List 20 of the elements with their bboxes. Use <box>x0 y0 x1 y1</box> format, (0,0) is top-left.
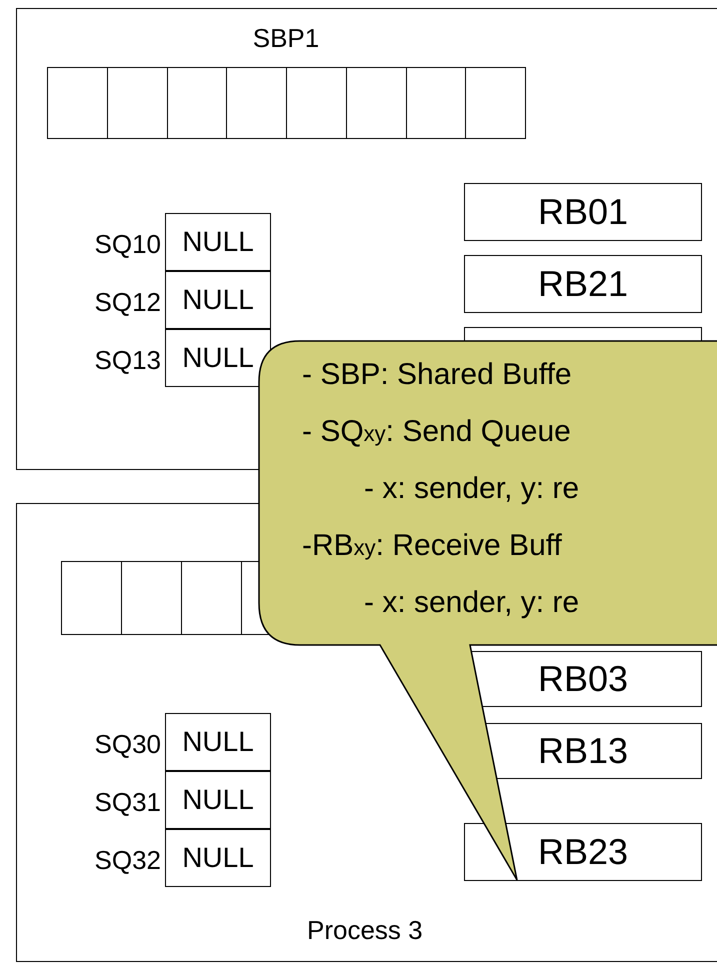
queue-label: SQ32 <box>94 844 161 877</box>
callout-text: - SBP: Shared Buffe <box>302 358 572 392</box>
queue-slot: NULL <box>165 213 271 271</box>
queue-label: SQ30 <box>94 728 161 761</box>
queue-label: SQ31 <box>94 786 161 819</box>
callout-tooltip <box>258 340 717 881</box>
queue-label: SQ10 <box>94 228 161 261</box>
receive-buffer-box: RB21 <box>464 255 702 313</box>
queue-slot: NULL <box>165 829 271 887</box>
queue-slot: NULL <box>165 771 271 829</box>
queue-label: SQ13 <box>94 344 161 377</box>
callout-text: - x: sender, y: re <box>364 472 580 506</box>
queue-slot: NULL <box>165 713 271 771</box>
queue-slot: NULL <box>165 271 271 329</box>
queue-slot: NULL <box>165 329 271 387</box>
receive-buffer-box: RB01 <box>464 183 702 241</box>
buffer-title: SBP1 <box>252 22 320 55</box>
queue-label: SQ12 <box>94 286 161 319</box>
callout-text: - x: sender, y: re <box>364 586 580 620</box>
panel-title: Process 3 <box>307 915 423 946</box>
